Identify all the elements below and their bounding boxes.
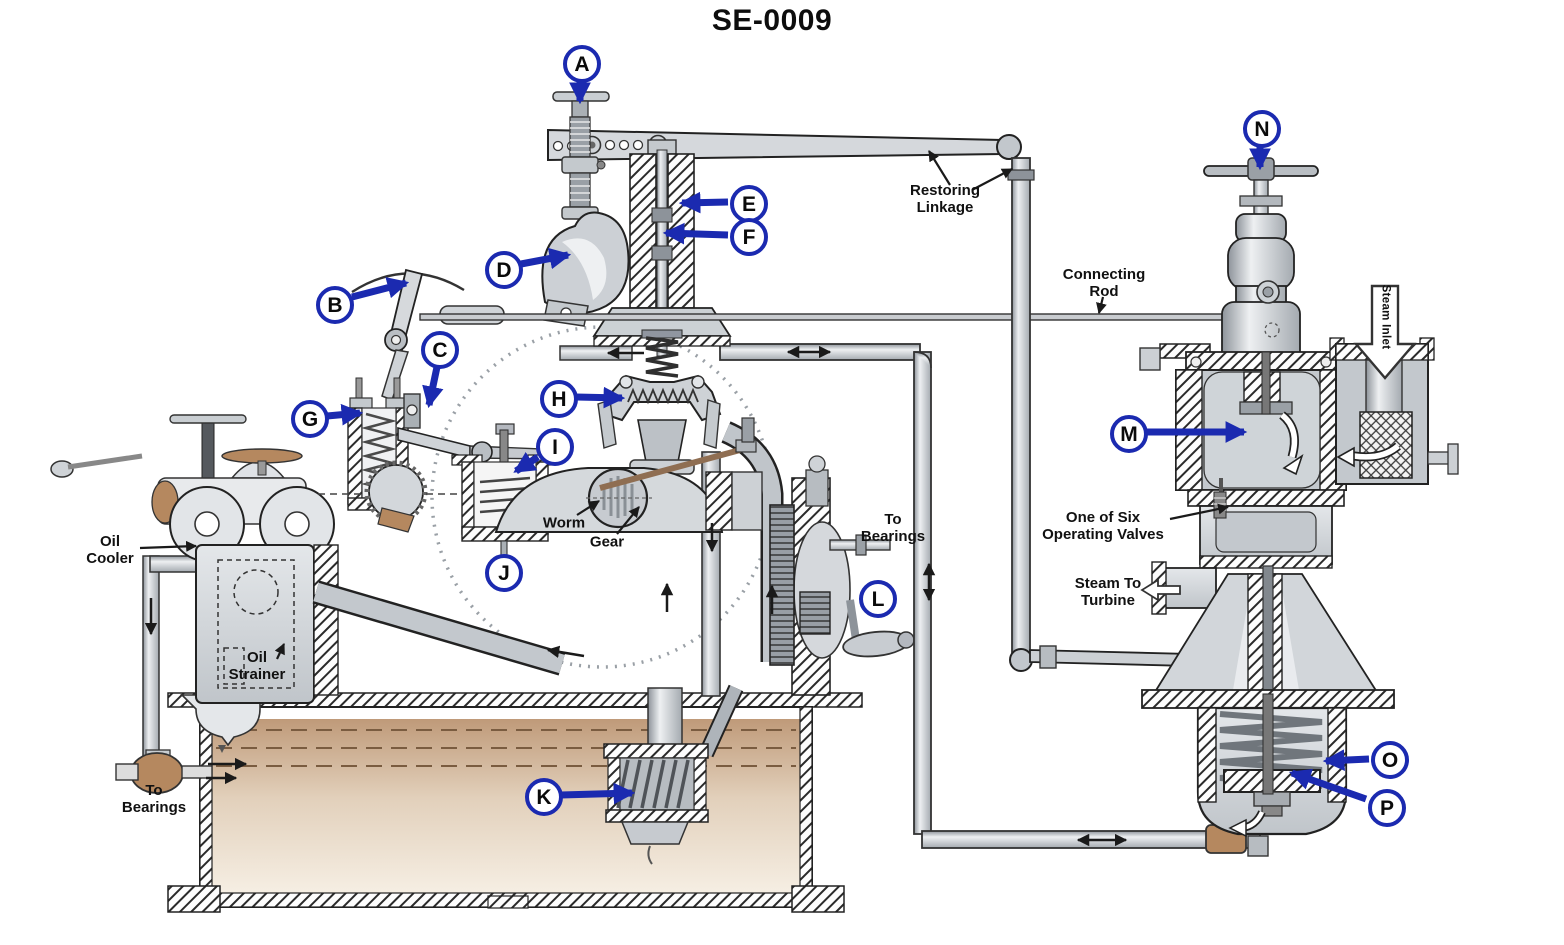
gear-drive-housing (769, 455, 915, 696)
drive-gear (769, 504, 795, 666)
callout-f: F (730, 218, 768, 256)
top-valve-handle (169, 414, 247, 424)
speeder-gear-wheel (364, 460, 428, 533)
restoring-ball-joint (996, 134, 1022, 160)
label-gear: Gear (589, 533, 625, 551)
label-to-bearings-left: To Bearings (121, 782, 187, 816)
callout-j: J (485, 554, 523, 592)
label-restoring-linkage: Restoring Linkage (909, 182, 981, 216)
callout-i: I (536, 428, 574, 466)
side-lever-knob (50, 460, 74, 478)
steam-out-arrow (1140, 578, 1181, 602)
steam-flow-arrows (1228, 411, 1401, 838)
label-steam-to-turbine: Steam To Turbine (1074, 575, 1142, 609)
callout-arrows (326, 82, 1370, 805)
restoring-rod (1007, 157, 1273, 672)
oil-return-pipe (312, 580, 566, 676)
label-to-bearings-right: To Bearings (860, 511, 926, 545)
callout-k: K (525, 778, 563, 816)
callout-n: N (1243, 110, 1281, 148)
cooler-drain-pipe (142, 555, 160, 757)
steam-strainer (1359, 411, 1413, 479)
tank-foot-left (167, 885, 221, 913)
valve-skirt (1148, 565, 1384, 709)
worm-gear-housing (494, 417, 763, 533)
turbine-outlet (1140, 561, 1217, 615)
callout-a: A (563, 45, 601, 83)
callout-b: B (316, 286, 354, 324)
top-valve-stem (201, 419, 215, 479)
cooler-internals-dashed (217, 559, 295, 689)
governor-assembly (318, 91, 1271, 560)
callout-c: C (421, 331, 459, 369)
callout-g: G (291, 400, 329, 438)
tank-drain (487, 895, 529, 909)
oil-strainer-bell (180, 694, 261, 753)
label-connecting-rod: Connecting Rod (1062, 266, 1146, 300)
hand-lever-shaft (846, 599, 860, 641)
oil-feed-rod (599, 447, 741, 491)
flow-arrows (144, 345, 1128, 847)
annotation-leaders (139, 150, 1230, 660)
left-bearing-valve (115, 749, 213, 794)
steam-valve-assembly (1139, 157, 1459, 857)
page-title: SE-0009 (711, 4, 833, 37)
callout-e: E (730, 185, 768, 223)
label-oil-strainer: Oil Strainer (228, 649, 286, 683)
valve-bonnet (1221, 213, 1301, 365)
oil-cooler (50, 414, 339, 757)
tank-foot-right (791, 885, 845, 913)
callout-o: O (1371, 741, 1409, 779)
valve-stem-rod (1262, 565, 1274, 709)
label-oil-cooler: Oil Cooler (86, 533, 134, 567)
label-steam-inlet: Steam Inlet (1379, 284, 1392, 350)
callout-h: H (540, 380, 578, 418)
oil-tank (167, 692, 863, 913)
callout-d: D (485, 251, 523, 289)
label-worm: Worm (542, 514, 586, 532)
oil-pump (603, 684, 744, 865)
pinion-gear (799, 591, 831, 635)
governor-head (597, 329, 722, 497)
steam-inlet-arrow (1353, 284, 1417, 380)
speed-changer-screw (552, 91, 610, 220)
restoring-lever-bar (547, 128, 1003, 162)
label-operating-valves: One of Six Operating Valves (1042, 509, 1164, 543)
callout-m: M (1110, 415, 1148, 453)
callout-l: L (859, 580, 897, 618)
callout-p: P (1368, 789, 1406, 827)
